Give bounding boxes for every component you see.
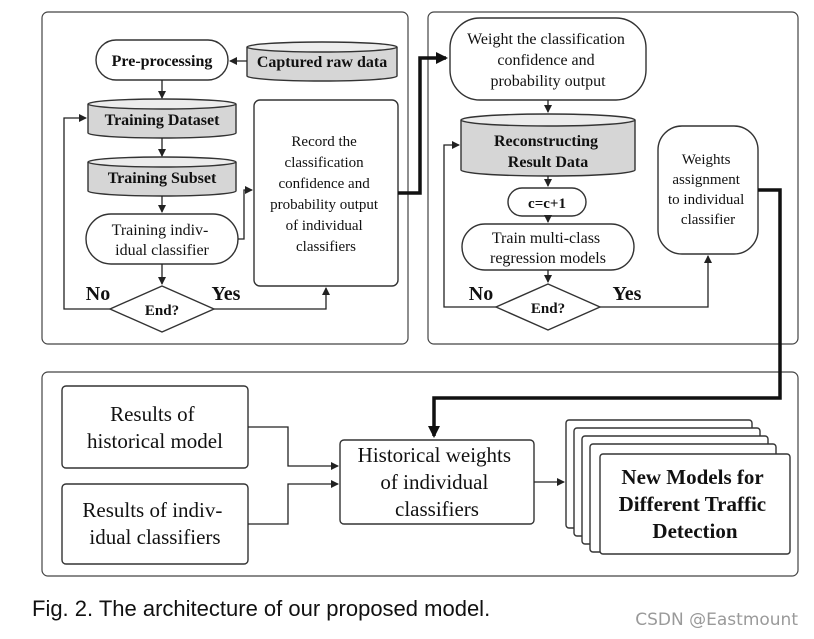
historical-model-box	[61, 385, 249, 469]
record-box	[253, 99, 399, 287]
weights-assignment-label: Weights assignment to individual classif…	[668, 152, 748, 228]
right-end-decision	[494, 283, 602, 331]
historical-model-label: Results of historical model	[87, 402, 223, 453]
classifier-to-record-arrow	[238, 186, 253, 240]
train-multi-label: Train multi-class regression models	[490, 230, 606, 267]
record-label: Record the classification confidence and…	[270, 134, 382, 255]
training-subset-cylinder	[87, 156, 237, 197]
captured-raw-data-label: Captured raw data	[257, 54, 387, 71]
figure-caption: Fig. 2. The architecture of our proposed…	[32, 596, 491, 621]
watermark: CSDN @Eastmount	[635, 610, 798, 630]
right-end-label: End?	[531, 301, 565, 317]
individual-to-weights-arrow	[248, 480, 339, 525]
right-no-label: No	[469, 283, 493, 305]
right-yes-arrow	[600, 255, 712, 308]
left-no-loop-arrow	[63, 114, 110, 310]
captured-raw-data-cylinder	[246, 41, 398, 82]
left-no-label: No	[86, 283, 110, 305]
training-classifier-label: Training indiv- idual classifier	[112, 222, 213, 259]
architecture-diagram: Pre-processing Captured raw data Trainin…	[41, 11, 799, 577]
reconstructing-label: Reconstructing Result Data	[494, 133, 602, 171]
training-subset-label: Training Subset	[108, 170, 217, 187]
right-yes-label: Yes	[613, 283, 642, 305]
training-dataset-cylinder	[87, 98, 237, 139]
left-end-label: End?	[145, 303, 179, 319]
new-models-label: New Models for Different Traffic Detecti…	[619, 465, 772, 543]
left-end-decision	[108, 285, 216, 333]
weights-to-historical-thick-arrow	[428, 188, 782, 438]
historical-model-to-weights-arrow	[248, 426, 339, 470]
record-to-weight-thick-arrow	[398, 52, 448, 195]
left-yes-label: Yes	[212, 283, 241, 305]
preprocessing-label: Pre-processing	[112, 53, 213, 70]
individual-classifiers-box	[61, 483, 249, 565]
weights-assignment-box	[657, 125, 759, 255]
weight-label: Weight the classification confidence and…	[467, 31, 629, 90]
historical-weights-label: Historical weights of individual classif…	[358, 443, 517, 521]
individual-classifiers-label: Results of indiv- idual classifiers	[82, 498, 227, 549]
stacked-model-cards	[565, 419, 791, 555]
training-dataset-label: Training Dataset	[105, 112, 220, 129]
left-yes-arrow	[214, 287, 330, 310]
right-no-loop-arrow	[443, 141, 496, 308]
counter-label: c=c+1	[528, 196, 566, 212]
